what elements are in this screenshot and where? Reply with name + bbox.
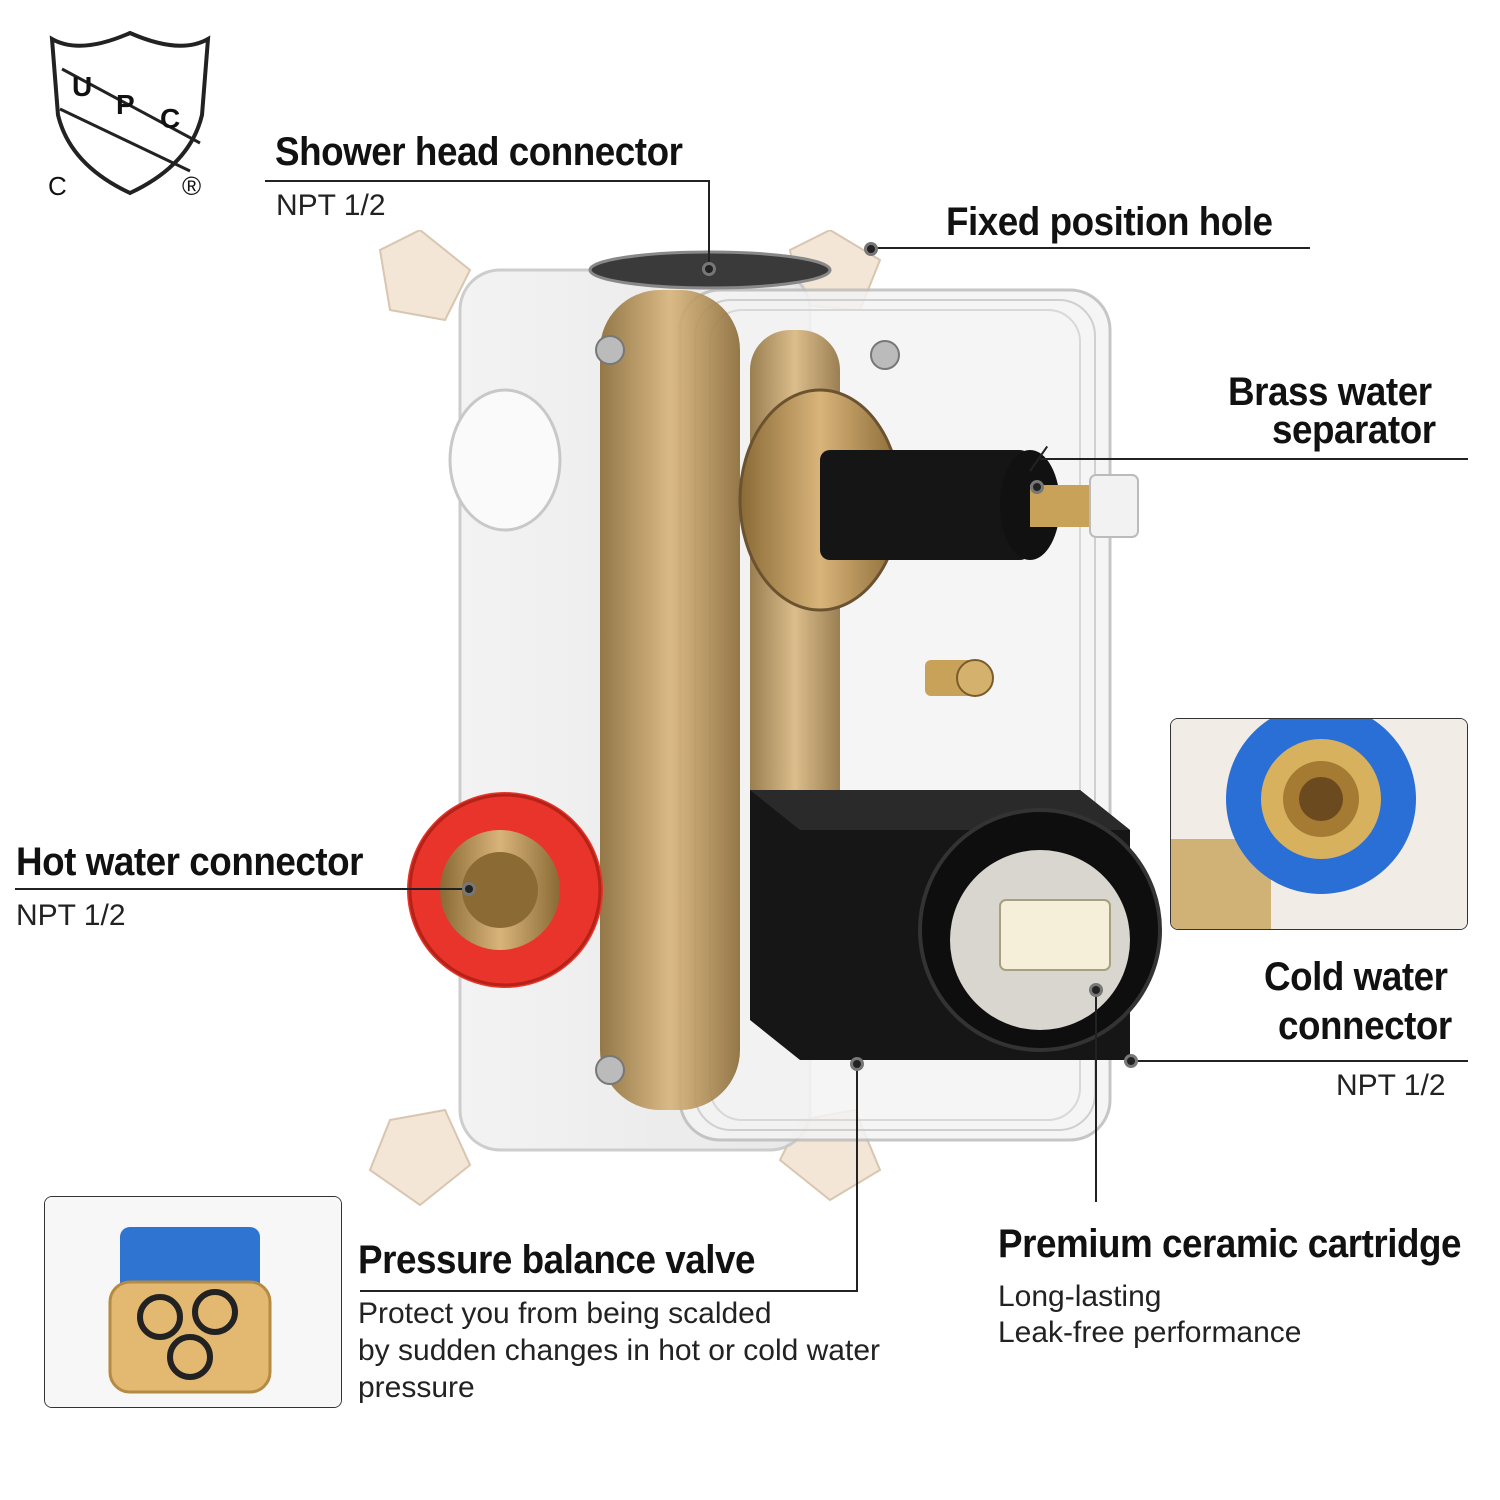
cold-water-title-line1: Cold water [1264, 955, 1448, 999]
logo-registered-mark: ® [182, 171, 202, 201]
shower-head-connector-title: Shower head connector [275, 130, 683, 174]
leader-shower-head-v [708, 180, 710, 268]
pointer-pressure-valve [850, 1057, 864, 1071]
brass-separator-title-line2: separator [1272, 408, 1436, 452]
pointer-ceramic-cartridge [1089, 983, 1103, 997]
ceramic-cartridge-desc-line1: Long-lasting [998, 1280, 1162, 1313]
upc-logo: U P C C ® [40, 25, 220, 205]
ceramic-cartridge-desc-line2: Leak-free performance [998, 1316, 1302, 1349]
leader-ceramic-cartridge [1095, 990, 1097, 1202]
leader-brass-separator [1040, 458, 1468, 460]
pointer-hot-water [462, 882, 476, 896]
leader-hot-water [15, 888, 468, 890]
valve-product-image [350, 230, 1170, 1210]
pointer-shower-head [702, 262, 716, 276]
pointer-brass-separator [1030, 480, 1044, 494]
pressure-balance-valve-title: Pressure balance valve [358, 1238, 756, 1282]
ceramic-cartridge-title: Premium ceramic cartridge [998, 1222, 1462, 1266]
leader-pressure-valve-v [856, 1064, 858, 1292]
leader-cold-water [1128, 1060, 1468, 1062]
pointer-cold-water [1124, 1054, 1138, 1068]
pressure-valve-desc-line2: by sudden changes in hot or cold water [358, 1334, 880, 1367]
leader-shower-head-h [265, 180, 710, 182]
logo-letter-c: C [160, 103, 181, 134]
logo-corner-c: C [48, 171, 67, 201]
cartridge-inset-image [44, 1196, 342, 1408]
cold-water-inset-image [1170, 718, 1468, 930]
cold-water-title-line2: connector [1278, 1004, 1452, 1048]
fixed-position-hole-title: Fixed position hole [946, 200, 1273, 244]
shower-head-connector-spec: NPT 1/2 [276, 189, 386, 222]
leader-pressure-valve-h [360, 1290, 858, 1292]
hot-water-connector-spec: NPT 1/2 [16, 899, 126, 932]
brass-separator-title-line1: Brass water [1228, 370, 1432, 414]
cold-water-spec: NPT 1/2 [1336, 1069, 1446, 1102]
leader-fixed-hole [872, 247, 1310, 249]
pointer-fixed-hole [864, 242, 878, 256]
logo-letter-u: U [72, 71, 93, 102]
pressure-valve-desc-line3: pressure [358, 1371, 475, 1404]
hot-water-connector-title: Hot water connector [16, 840, 364, 884]
pressure-valve-desc-line1: Protect you from being scalded [358, 1297, 772, 1330]
logo-letter-p: P [116, 89, 135, 120]
